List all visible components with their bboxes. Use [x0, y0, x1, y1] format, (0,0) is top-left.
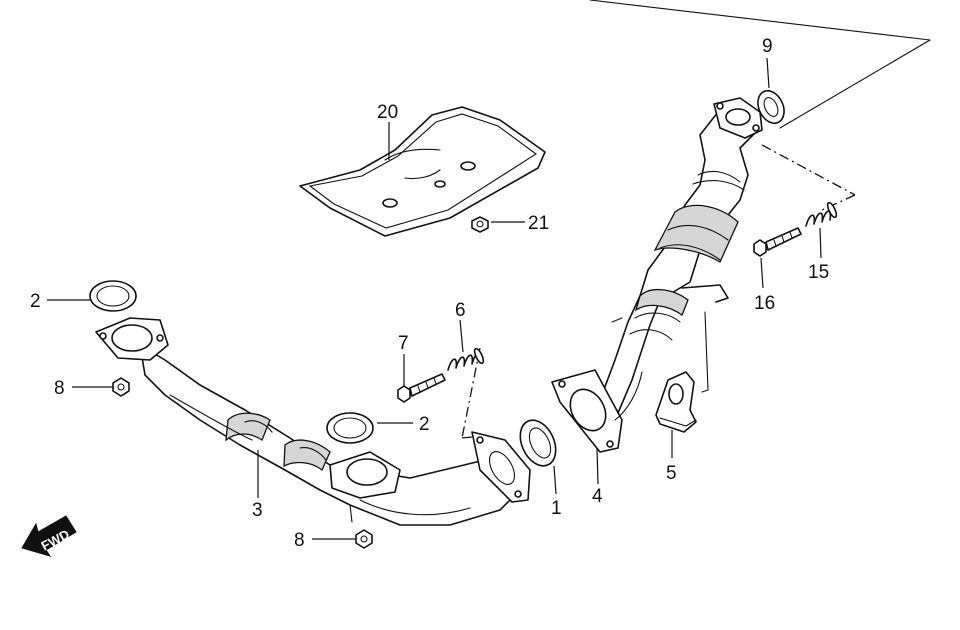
callout-20: 20: [377, 102, 398, 123]
callout-1: 1: [551, 498, 562, 519]
rear-pipe-catalyst: [551, 97, 763, 453]
callout-21: 21: [528, 213, 549, 234]
spring-6: [447, 347, 485, 371]
callouts: 2 8 2 3 8 7 6 20 21 9 15 16 1 4 5: [30, 36, 829, 551]
hanger-5: [655, 371, 697, 433]
gasket-2-lower: [326, 412, 374, 444]
bolt-16: [753, 227, 802, 257]
heat-shield: [299, 106, 546, 237]
callout-2-lower: 2: [419, 414, 430, 435]
front-pipe: [95, 317, 531, 526]
nut-8-lower: [355, 529, 373, 549]
gasket-1: [519, 419, 557, 467]
callout-5: 5: [666, 463, 677, 484]
spring-15: [805, 201, 838, 227]
fwd-direction-badge: FWD: [21, 515, 77, 557]
gasket-9: [757, 89, 785, 125]
callout-7: 7: [398, 333, 409, 354]
callout-16: 16: [754, 293, 775, 314]
callout-6: 6: [455, 300, 466, 321]
bolt-7: [397, 373, 446, 403]
nut-21: [471, 216, 489, 233]
reference-lines: [461, 0, 931, 439]
callout-4: 4: [592, 486, 603, 507]
leader-lines: [47, 57, 822, 540]
callout-8-lower: 8: [294, 530, 305, 551]
callout-8-upper: 8: [54, 378, 65, 399]
callout-3: 3: [252, 500, 263, 521]
gasket-2-upper: [89, 280, 137, 312]
callout-15: 15: [808, 262, 829, 283]
callout-2-upper: 2: [30, 291, 41, 312]
callout-9: 9: [762, 36, 773, 57]
nut-8-upper: [112, 377, 130, 397]
